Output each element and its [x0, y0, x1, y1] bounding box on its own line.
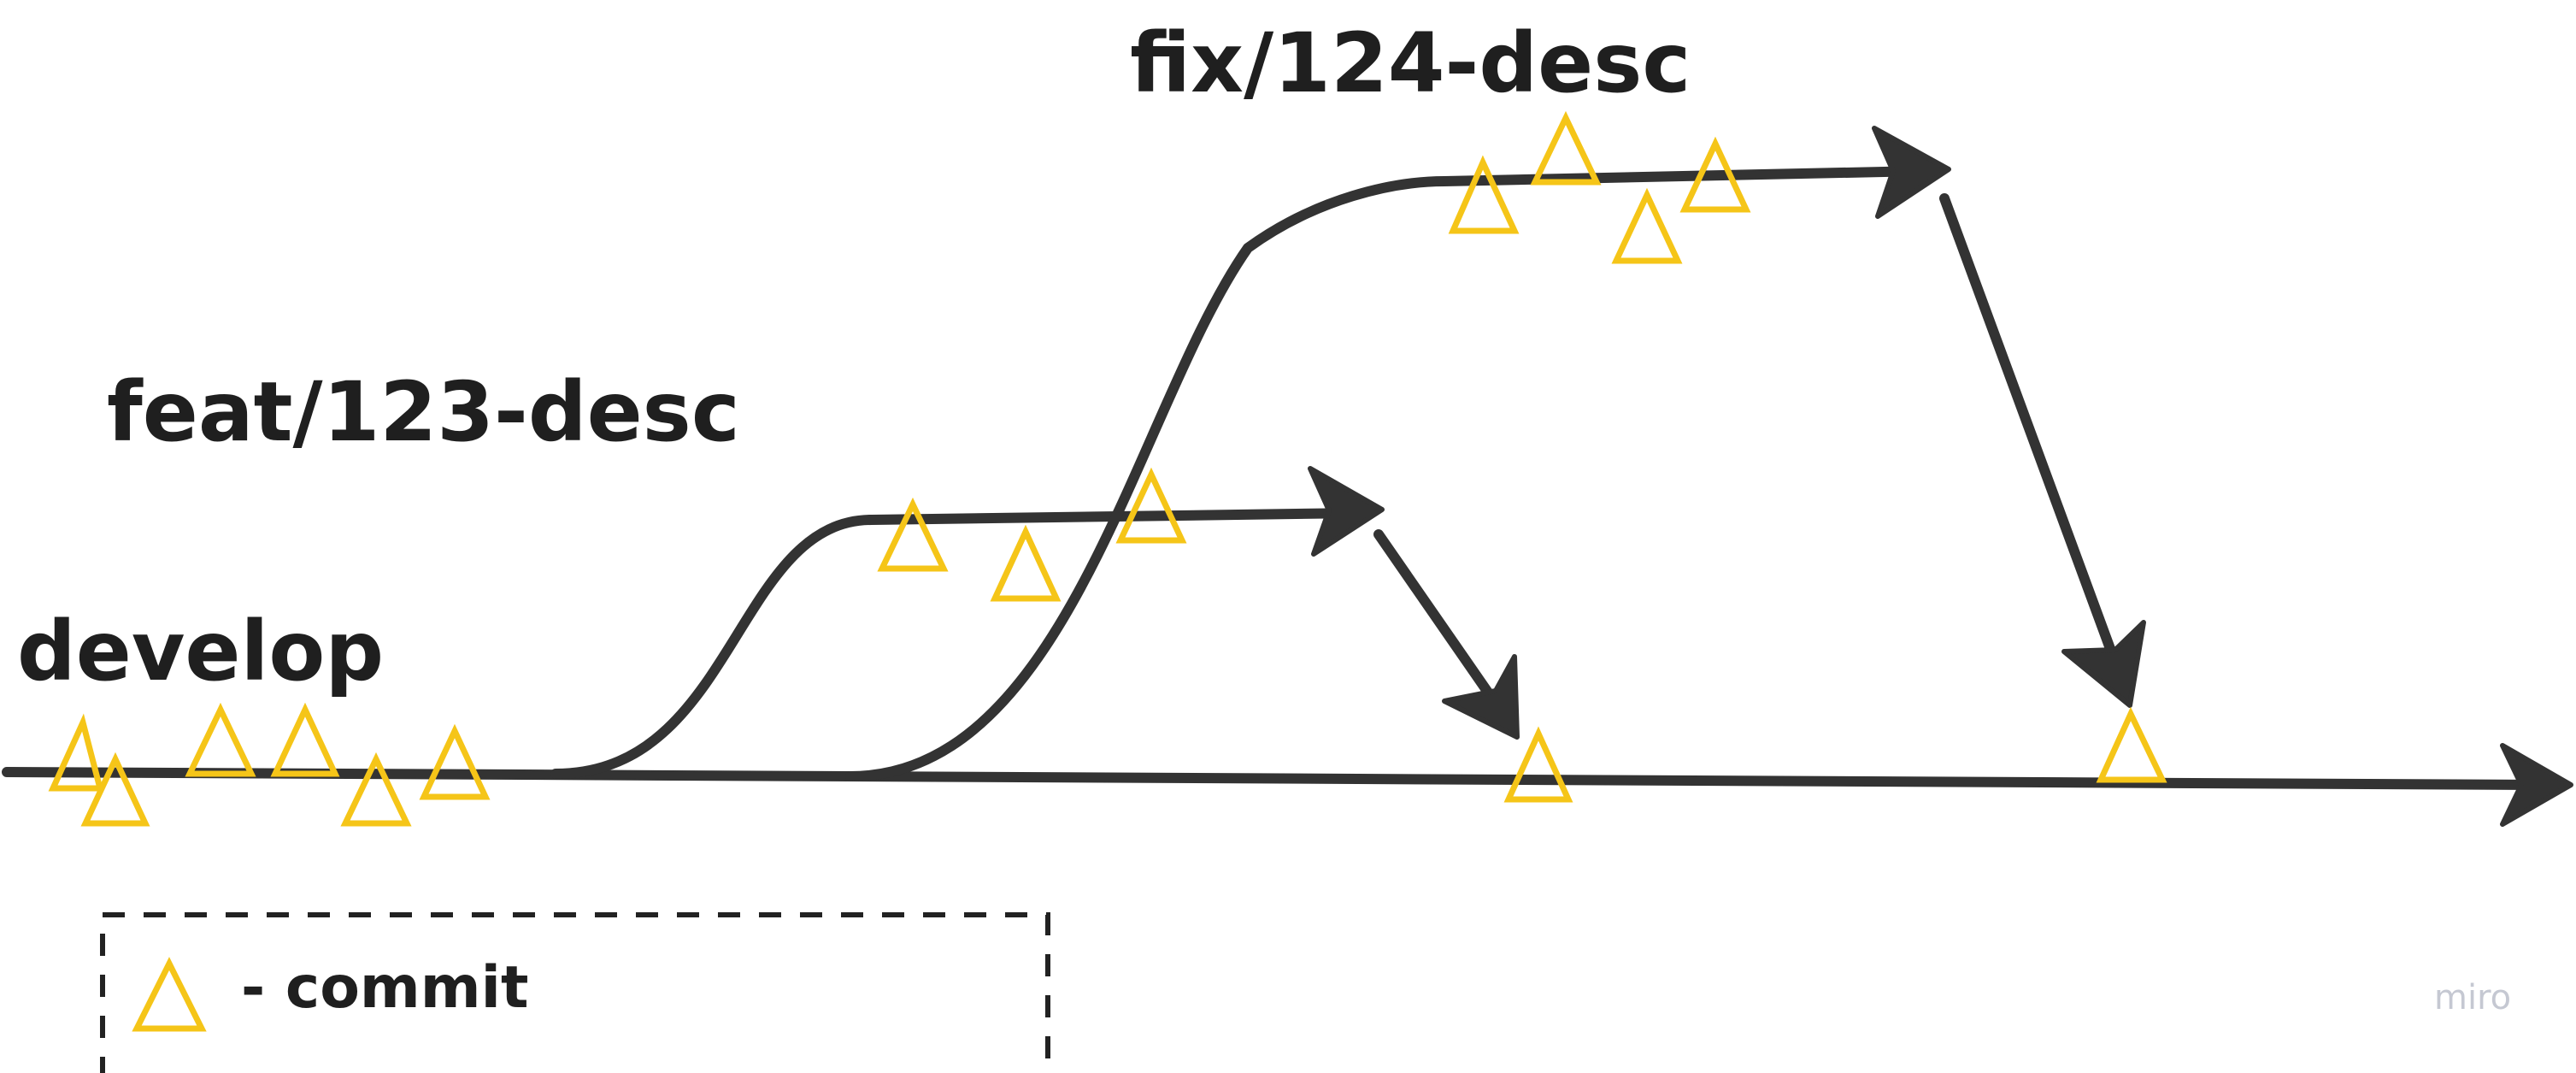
commit-icon [185, 702, 256, 777]
develop-arrowhead [2500, 743, 2573, 827]
commit-icon [48, 713, 104, 792]
legend-box [100, 912, 1050, 1073]
commit-icon [990, 524, 1062, 602]
feat-merge-line [1373, 529, 1505, 715]
fix-arrowhead [1872, 126, 1951, 219]
fix-merge-line [1939, 193, 2120, 668]
branch-label-feat: feat/123-desc [107, 364, 740, 460]
commit-icon [419, 723, 491, 800]
commit-icon [1503, 726, 1573, 803]
commit-icon [270, 702, 340, 777]
branch-label-fix: fix/124-desc [1130, 15, 1691, 111]
commit-icon [1448, 155, 1520, 234]
commit-icon [340, 752, 412, 827]
commit-icon [1115, 467, 1187, 544]
fix-branch-line [845, 166, 1928, 781]
branch-label-develop: develop [17, 604, 384, 699]
arrowheads [1308, 126, 2573, 827]
feat-merge-arrowhead [1442, 654, 1520, 740]
commit-icon [1611, 187, 1683, 264]
fix-merge-arrowhead [2061, 620, 2146, 708]
commit-icon [1679, 136, 1751, 213]
commits [48, 110, 2167, 827]
legend: - commit [100, 912, 1050, 1073]
commit-icon [80, 752, 150, 827]
miro-watermark: miro [2434, 978, 2511, 1017]
commit-icon [2096, 706, 2167, 783]
feat-branch-line [550, 508, 1364, 779]
branch-lines [2, 166, 2544, 790]
legend-label: - commit [241, 954, 528, 1022]
commit-icon [877, 497, 949, 572]
feat-arrowhead [1308, 466, 1385, 557]
commit-triangle-icon [132, 957, 207, 1032]
commit-icon [1530, 110, 1602, 186]
